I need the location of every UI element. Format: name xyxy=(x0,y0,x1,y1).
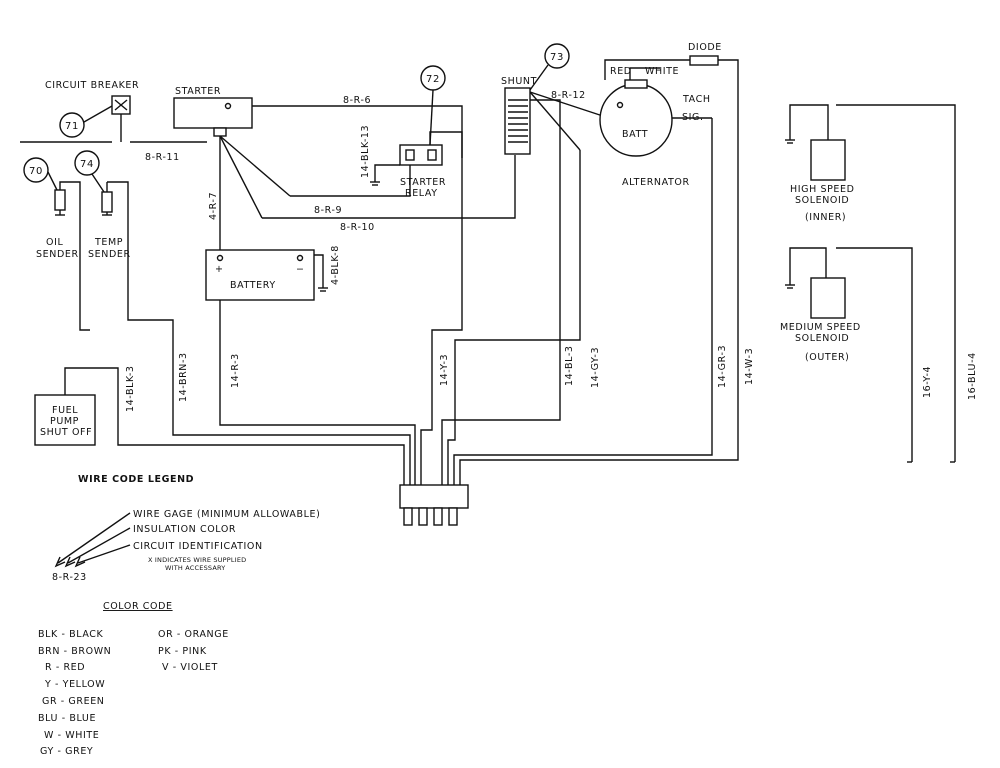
wire-label-8-r-6: 8-R-6 xyxy=(343,95,371,106)
wire-label-4-r-7: 4-R-7 xyxy=(208,192,219,220)
svg-text:73: 73 xyxy=(550,52,564,63)
color-code-left-0: BLK - BLACK xyxy=(38,629,104,640)
high-speed-solenoid xyxy=(810,139,846,181)
circuit-breaker-label: CIRCUIT BREAKER xyxy=(45,80,139,91)
wire-label-14-brn-3: 14-BRN-3 xyxy=(178,352,189,402)
svg-text:72: 72 xyxy=(426,74,440,85)
wire-label-14-r-3: 14-R-3 xyxy=(230,353,241,388)
callout-71: 71 xyxy=(59,105,113,138)
svg-text:70: 70 xyxy=(29,166,43,177)
starter-label: STARTER xyxy=(175,86,221,97)
alternator xyxy=(599,79,673,157)
starter-relay xyxy=(399,144,443,166)
wire-label-8-r-12: 8-R-12 xyxy=(551,90,586,101)
color-code-left-5: BLU - BLUE xyxy=(38,713,96,724)
wire-label-14-bl-3: 14-BL-3 xyxy=(564,346,575,387)
starter xyxy=(173,97,253,137)
callout-74: 74 xyxy=(74,150,105,193)
legend-gage: WIRE GAGE (MINIMUM ALLOWABLE) xyxy=(133,509,320,520)
alternator-red-label: RED xyxy=(610,66,632,77)
medium-speed-solenoid-label-1: MEDIUM SPEED xyxy=(780,322,861,333)
diode-label: DIODE xyxy=(688,42,722,53)
wire-code-legend: WIRE CODE LEGEND WIRE GAGE (MINIMUM ALLO… xyxy=(52,474,320,583)
battery-plus: + xyxy=(215,264,224,275)
wire-label-8-r-10: 8-R-10 xyxy=(340,222,375,233)
circuit-breaker xyxy=(111,95,131,142)
diode xyxy=(689,55,719,66)
callout-70: 70 xyxy=(23,157,58,191)
fuel-pump-label-2: PUMP xyxy=(50,416,79,427)
shunt xyxy=(504,87,531,155)
legend-circuit: CIRCUIT IDENTIFICATION xyxy=(133,541,263,552)
wire-label-14-blk-3: 14-BLK-3 xyxy=(125,366,136,413)
temp-sender xyxy=(101,182,113,215)
fuel-pump-label-1: FUEL xyxy=(52,405,78,416)
battery-label: BATTERY xyxy=(230,280,276,291)
main-connector xyxy=(399,484,469,526)
color-code-left-2: R - RED xyxy=(45,662,85,673)
wire-label-14-gy-3: 14-GY-3 xyxy=(590,347,601,388)
fuel-pump-label-3: SHUT OFF xyxy=(40,427,92,438)
high-speed-solenoid-label-1: HIGH SPEED xyxy=(790,184,855,195)
shunt-label: SHUNT xyxy=(501,76,537,87)
svg-text:74: 74 xyxy=(80,159,94,170)
wire-label-14-y-3: 14-Y-3 xyxy=(439,354,450,386)
starter-relay-label-2: RELAY xyxy=(405,188,438,199)
color-code-right-0: OR - ORANGE xyxy=(158,629,229,640)
battery xyxy=(205,249,315,301)
color-code-right-1: PK - PINK xyxy=(158,646,207,657)
legend-title: WIRE CODE LEGEND xyxy=(78,474,194,485)
medium-speed-solenoid-label-2: SOLENOID xyxy=(795,333,849,344)
wire-label-8-r-9: 8-R-9 xyxy=(314,205,342,216)
wire-label-4-blk-8: 4-BLK-8 xyxy=(330,245,341,285)
wire-label-16-blu-4: 16-BLU-4 xyxy=(967,352,978,400)
alternator-white-label: WHITE xyxy=(645,66,679,77)
battery-minus: − xyxy=(296,264,305,275)
alternator-sig-label: SIG. xyxy=(682,112,704,123)
fuel-pump-shut-off xyxy=(34,394,96,446)
alternator-label: ALTERNATOR xyxy=(622,177,690,188)
starter-relay-label-1: STARTER xyxy=(400,177,446,188)
alternator-batt-label: BATT xyxy=(622,129,648,140)
color-code-left-3: Y - YELLOW xyxy=(44,679,105,690)
temp-sender-label-2: SENDER xyxy=(88,249,131,260)
wire-label-8-r-11: 8-R-11 xyxy=(145,152,180,163)
color-code-left-4: GR - GREEN xyxy=(42,696,105,707)
oil-sender-label-2: SENDER xyxy=(36,249,79,260)
oil-sender-label-1: OIL xyxy=(46,237,63,248)
wire-label-16-y-4: 16-Y-4 xyxy=(922,366,933,398)
wire-label-14-gr-3: 14-GR-3 xyxy=(717,345,728,388)
color-code: COLOR CODE BLK - BLACK BRN - BROWN R - R… xyxy=(38,601,229,757)
callout-72: 72 xyxy=(420,65,446,146)
wire-label-14-w-3: 14-W-3 xyxy=(744,348,755,385)
svg-text:71: 71 xyxy=(65,121,79,132)
legend-note-1: X INDICATES WIRE SUPPLIED xyxy=(148,556,246,564)
alternator-tach-label: TACH xyxy=(682,94,711,105)
color-code-title: COLOR CODE xyxy=(103,601,173,612)
callout-73: 73 xyxy=(529,43,570,91)
wire-label-14-blk-13: 14-BLK-13 xyxy=(360,125,371,178)
legend-insulation: INSULATION COLOR xyxy=(133,524,236,535)
color-code-left-1: BRN - BROWN xyxy=(38,646,111,657)
color-code-left-6: W - WHITE xyxy=(44,730,99,741)
color-code-right-2: V - VIOLET xyxy=(162,662,218,673)
medium-speed-solenoid-label-3: (OUTER) xyxy=(805,352,849,363)
high-speed-solenoid-label-3: (INNER) xyxy=(805,212,846,223)
medium-speed-solenoid xyxy=(810,277,846,319)
temp-sender-label-1: TEMP xyxy=(94,237,123,248)
oil-sender xyxy=(54,189,66,215)
legend-note-2: WITH ACCESSARY xyxy=(165,564,225,572)
high-speed-solenoid-label-2: SOLENOID xyxy=(795,195,849,206)
color-code-left-7: GY - GREY xyxy=(40,746,93,757)
legend-example: 8-R-23 xyxy=(52,572,87,583)
